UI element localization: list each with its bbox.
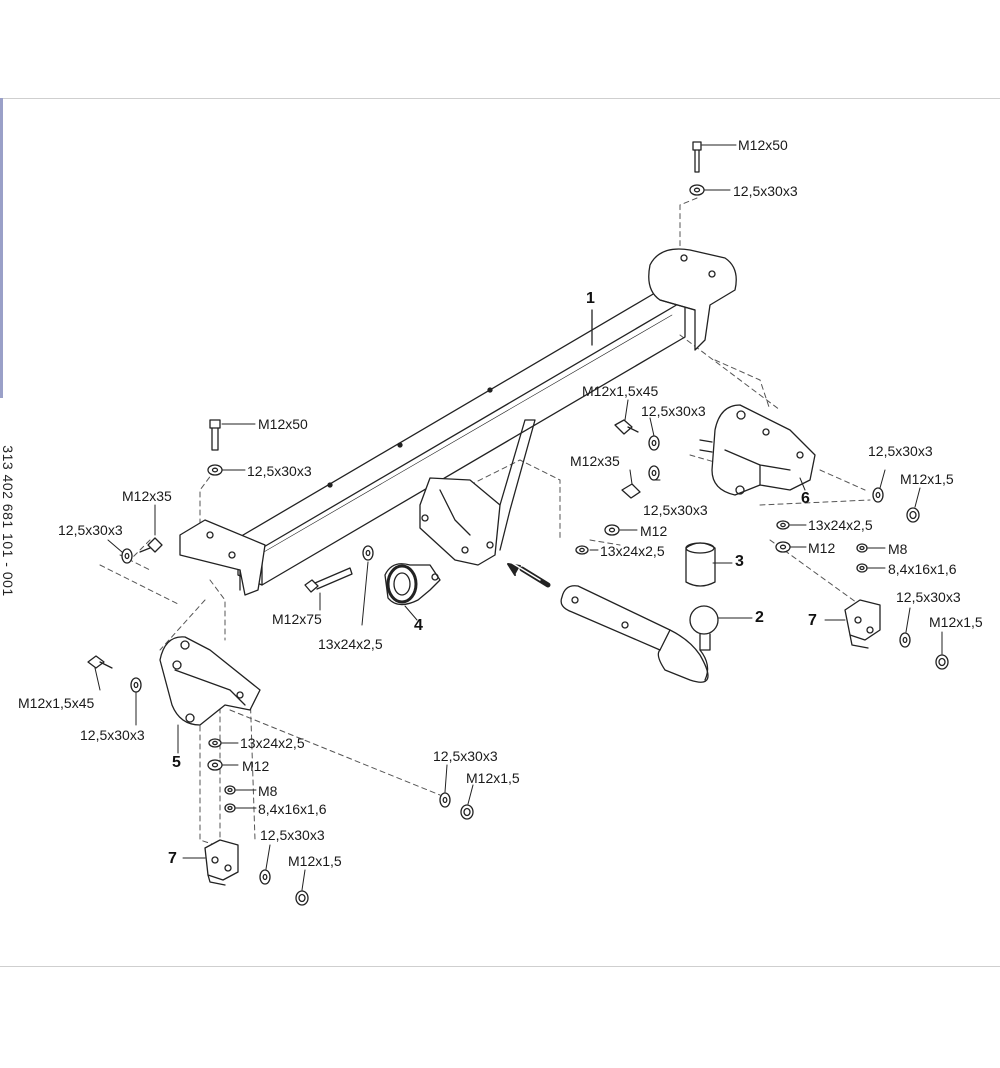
label-far-right-nut: M12x1,5 xyxy=(900,471,954,487)
label-washer-13-left: 13x24x2,5 xyxy=(318,636,383,652)
ball-cap xyxy=(685,542,716,587)
label-l5-washer-13: 13x24x2,5 xyxy=(240,735,305,751)
left-tube-plate xyxy=(179,519,266,596)
label-right-bolt-35: M12x35 xyxy=(570,453,620,469)
frame-line-left xyxy=(0,98,3,398)
label-l7-washer: 12,5x30x3 xyxy=(260,827,325,843)
drawing-code: 313 402 681 101 - 001 xyxy=(0,445,16,597)
label-l7-washer-small: 8,4x16x1,6 xyxy=(258,801,327,817)
label-top-bolt: M12x50 xyxy=(738,137,788,153)
label-r7-washer-small: 8,4x16x1,6 xyxy=(888,561,957,577)
label-l5-washer: 12,5x30x3 xyxy=(80,727,145,743)
frame-line-bottom xyxy=(0,966,1000,967)
part-number-5: 5 xyxy=(172,754,181,771)
label-r7-m8: M8 xyxy=(888,541,908,557)
part-number-7-right: 7 xyxy=(808,612,817,629)
label-right-washer-a: 12,5x30x3 xyxy=(641,403,706,419)
part-number-2: 2 xyxy=(755,609,764,626)
label-nut-m12-mid: M12 xyxy=(640,523,668,539)
label-bolt-m12x75: M12x75 xyxy=(272,611,322,627)
part-number-6: 6 xyxy=(801,490,810,507)
small-bracket-7-left xyxy=(204,839,239,886)
label-left-bracket-washer: 12,5x30x3 xyxy=(58,522,123,538)
bracket-5 xyxy=(159,636,261,726)
frame-line-top xyxy=(0,98,1000,99)
washers xyxy=(121,184,949,906)
label-washer-13-mid: 13x24x2,5 xyxy=(600,543,665,559)
socket-bracket xyxy=(419,419,536,566)
label-l7-m8: M8 xyxy=(258,783,278,799)
right-tube-bracket xyxy=(648,248,737,351)
label-left-bolt: M12x50 xyxy=(258,416,308,432)
label-right-bolt-45: M12x1,5x45 xyxy=(582,383,659,399)
leader-lines xyxy=(94,144,943,891)
label-left-bracket-bolt: M12x35 xyxy=(122,488,172,504)
label-bracket6-nut: M12 xyxy=(808,540,836,556)
part-number-3: 3 xyxy=(735,553,744,570)
label-r7-washer: 12,5x30x3 xyxy=(896,589,961,605)
part-number-7-left: 7 xyxy=(168,850,177,867)
label-l7-nut: M12x1,5 xyxy=(288,853,342,869)
label-mid-nut: M12x1,5 xyxy=(466,770,520,786)
label-top-washer: 12,5x30x3 xyxy=(733,183,798,199)
bolts xyxy=(87,141,702,669)
small-bracket-7-right xyxy=(844,599,881,649)
label-left-washer: 12,5x30x3 xyxy=(247,463,312,479)
part-number-1: 1 xyxy=(586,290,595,307)
label-far-right-washer: 12,5x30x3 xyxy=(868,443,933,459)
label-bracket6-washer: 13x24x2,5 xyxy=(808,517,873,533)
socket-plate xyxy=(384,563,441,606)
label-l5-nut: M12 xyxy=(242,758,270,774)
label-l5-bolt: M12x1,5x45 xyxy=(18,695,95,711)
label-mid-washer: 12,5x30x3 xyxy=(433,748,498,764)
label-right-washer-b: 12,5x30x3 xyxy=(643,502,708,518)
part-number-4: 4 xyxy=(414,617,423,634)
label-r7-nut: M12x1,5 xyxy=(929,614,983,630)
tow-ball-arm xyxy=(560,585,719,683)
bracket-6 xyxy=(699,404,816,496)
insert-arrow xyxy=(507,562,551,588)
